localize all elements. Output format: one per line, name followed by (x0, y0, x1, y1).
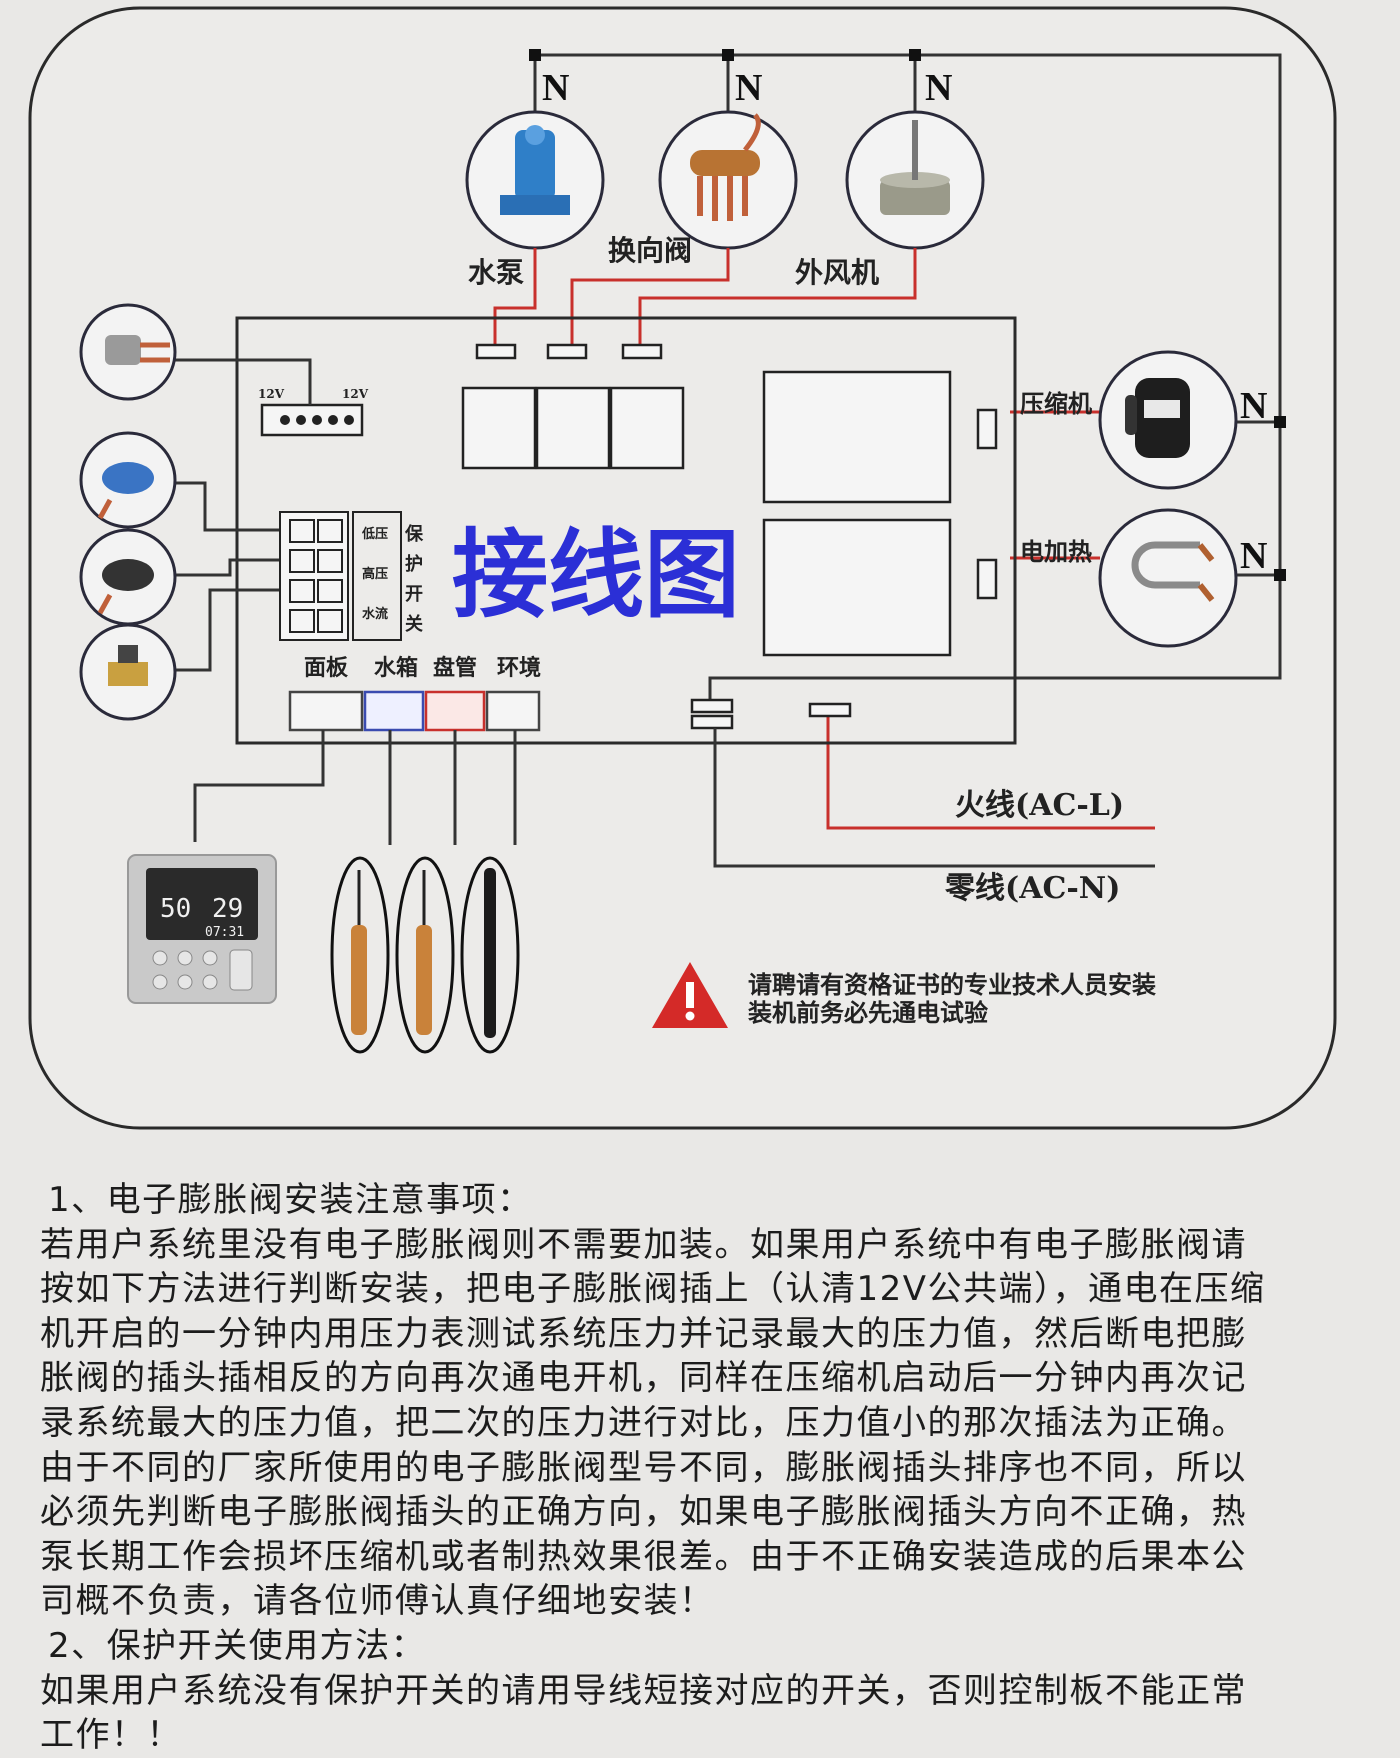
sensor-label-tank: 水箱 (374, 655, 418, 681)
notes-line: 司概不负责，请各位师傅认真仔细地安装！ (40, 1581, 715, 1622)
notes-line: 录系统最大的压力值，把二次的压力进行对比，压力值小的那次插法为正确。 (40, 1402, 1247, 1443)
live-wire-label: 火线(AC-L) (955, 788, 1124, 823)
diagram-frame (28, 6, 1337, 1130)
notes-heading-1: 1、电子膨胀阀安装注意事项： (48, 1180, 533, 1220)
label-electric-heater: 电加热 (1020, 537, 1092, 566)
notes-line: 如果用户系统没有保护开关的请用导线短接对应的开关，否则控制板不能正常 (40, 1670, 1247, 1711)
notes-line: 工作！！ (40, 1715, 182, 1756)
notes-line: 由于不同的厂家所使用的电子膨胀阀型号不同，膨胀阀插头排序也不同，所以 (40, 1447, 1247, 1488)
notes-line: 按如下方法进行判断安装，把电子膨胀阀插上（认清12V公共端），通电在压缩 (40, 1269, 1266, 1310)
svg-text:水流: 水流 (362, 606, 388, 622)
svg-text:护: 护 (405, 553, 423, 575)
notes-line: 泵长期工作会损坏压缩机或者制热效果很差。由于不正确安装造成的后果本公 (40, 1536, 1247, 1577)
svg-text:高压: 高压 (362, 566, 388, 582)
coil-probe-icon (395, 856, 455, 1054)
notes-line: 机开启的一分钟内用压力表测试系统压力并记录最大的压力值，然后断电把膨 (40, 1313, 1247, 1354)
diagram-title: 接线图 (452, 519, 740, 631)
protection-terminal-block (279, 511, 349, 641)
warning-line-1: 请聘请有资格证书的专业技术人员安装 (748, 971, 1156, 999)
sensor-label-coil: 盘管 (433, 655, 477, 681)
panel-clock: 07:31 (205, 925, 244, 940)
water-pump-icon (465, 110, 605, 250)
label-outdoor-fan: 外风机 (795, 256, 879, 289)
svg-text:保: 保 (404, 523, 424, 545)
svg-text:关: 关 (405, 613, 423, 635)
compressor-icon (1098, 350, 1238, 490)
electric-heater-icon (1098, 508, 1238, 648)
outdoor-fan-icon (845, 110, 985, 250)
label-compressor: 压缩机 (1020, 389, 1092, 418)
label-12v-right: 12V (342, 387, 369, 401)
wiring-diagram: N N N N N 水泵 换向阀 外风机 (28, 6, 1337, 1130)
reversing-valve-icon (658, 110, 798, 250)
n-label-pump: N (542, 67, 569, 109)
label-reversing-valve: 换向阀 (608, 234, 692, 267)
sensor-connectors (288, 690, 541, 732)
warning-icon (652, 962, 728, 1028)
tank-probe-icon (330, 856, 390, 1054)
ambient-probe-icon (460, 856, 520, 1054)
protection-switch-label-box: 低压 高压 水流 保 护 开 关 (352, 511, 424, 641)
n-label-valve: N (735, 67, 762, 109)
notes-line: 胀阀的插头插相反的方向再次通电开机，同样在压缩机启动后一分钟内再次记 (40, 1358, 1247, 1399)
svg-text:开: 开 (405, 584, 423, 605)
neutral-bus (533, 53, 1282, 705)
eev-connector (260, 403, 364, 437)
water-flow-switch-icon (79, 623, 177, 721)
wired-controller: 50 29 07:31 (127, 854, 277, 1004)
high-pressure-switch-icon (79, 528, 177, 626)
neutral-wire-label: 零线(AC-N) (945, 871, 1120, 906)
n-label-compressor: N (1240, 385, 1267, 427)
svg-text:低压: 低压 (361, 526, 388, 542)
eev-icon (79, 303, 177, 401)
panel-temp-right: 29 (212, 894, 243, 924)
notes-line: 必须先判断电子膨胀阀插头的正确方向，如果电子膨胀阀插头方向不正确，热 (40, 1492, 1247, 1533)
sensor-label-ambient: 环境 (497, 655, 541, 681)
notes-line: 若用户系统里没有电子膨胀阀则不需要加装。如果用户系统中有电子膨胀阀请 (40, 1224, 1247, 1265)
panel-temp-left: 50 (160, 894, 191, 924)
low-pressure-switch-icon (79, 431, 177, 529)
label-water-pump: 水泵 (468, 256, 524, 289)
installation-notes: 1、电子膨胀阀安装注意事项： 若用户系统里没有电子膨胀阀则不需要加装。如果用户系… (40, 1178, 1370, 1758)
n-label-fan: N (925, 67, 952, 109)
warning-line-2: 装机前务必先通电试验 (748, 999, 988, 1027)
label-12v-left: 12V (258, 387, 285, 401)
notes-heading-2: 2、保护开关使用方法： (48, 1625, 427, 1666)
sensor-label-panel: 面板 (304, 655, 349, 681)
n-label-heater: N (1240, 535, 1267, 577)
